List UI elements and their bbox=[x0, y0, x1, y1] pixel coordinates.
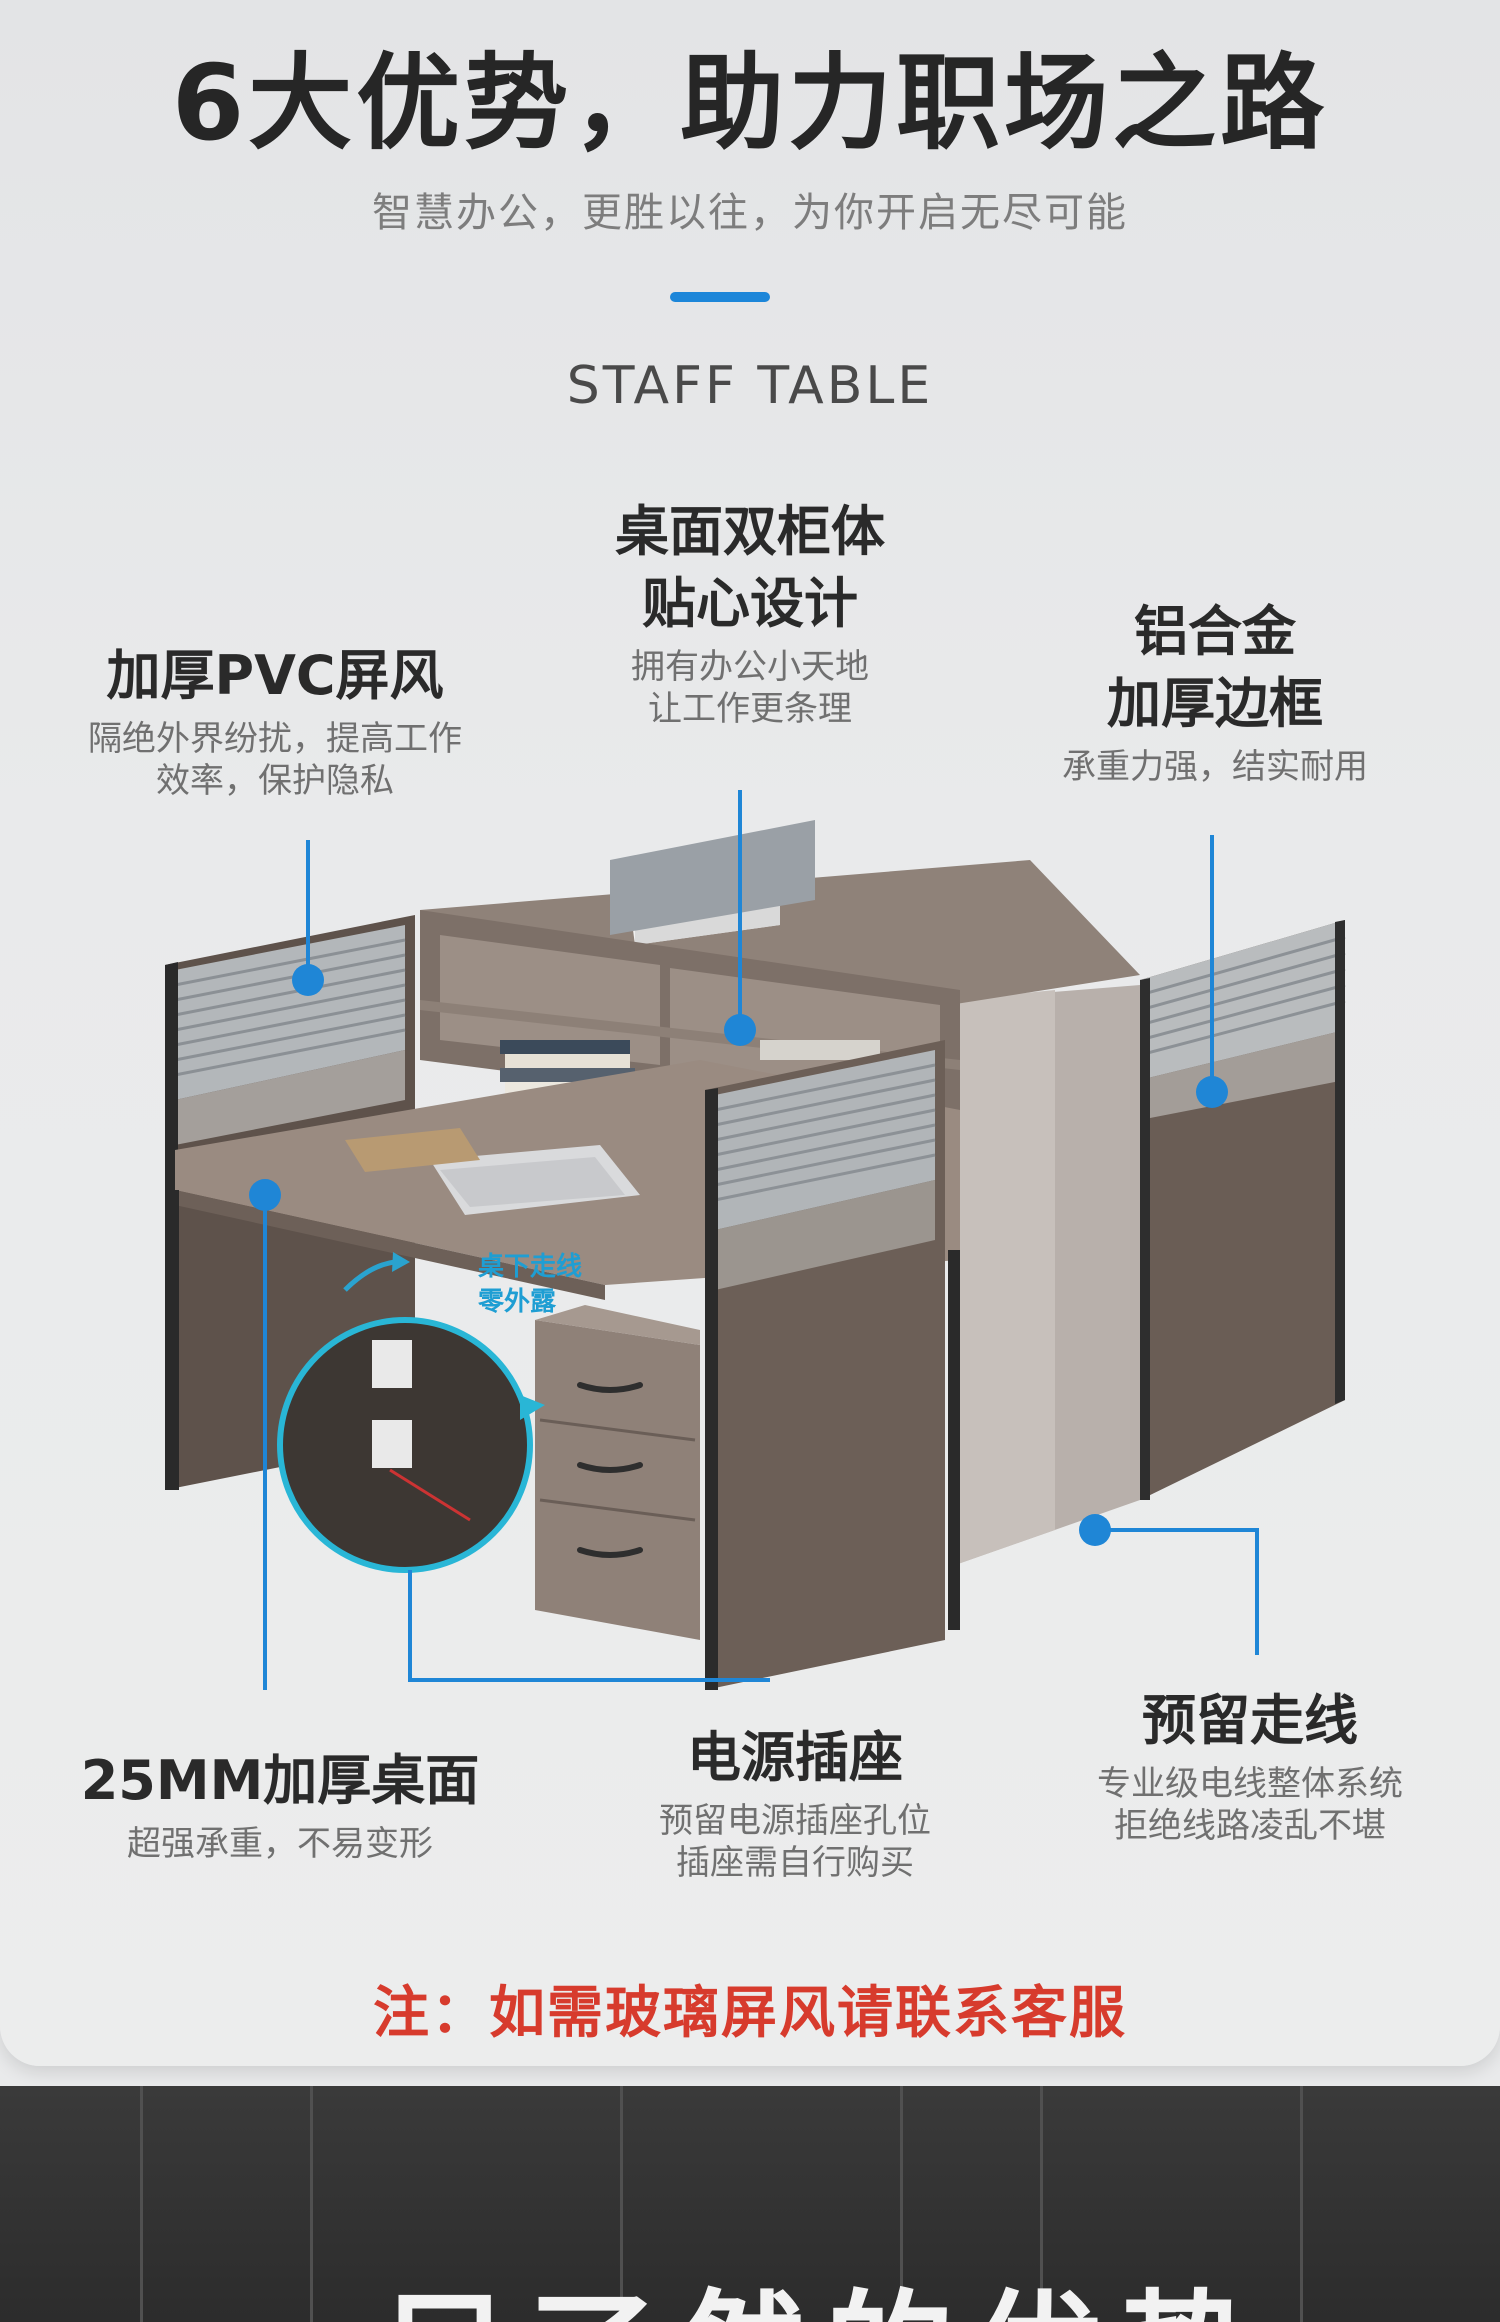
dot-desktop bbox=[249, 1179, 281, 1211]
dot-frame bbox=[1196, 1076, 1228, 1108]
banner-title: 一目了然的优势 bbox=[0, 2248, 1500, 2322]
feature-frame-desc: 承重力强，结实耐用 bbox=[1062, 747, 1368, 787]
cable-label: 桌下走线 bbox=[478, 1252, 582, 1282]
dot-wiring bbox=[1079, 1514, 1111, 1546]
feature-socket-desc: 预留电源插座孔位 插座需自行购买 bbox=[659, 1801, 931, 1883]
right-screen-panel bbox=[1139, 920, 1346, 1500]
cable-detail-inset bbox=[277, 1317, 533, 1573]
feature-frame-title: 铝合金 加厚边框 bbox=[1107, 600, 1323, 735]
front-screen-panel bbox=[705, 1040, 945, 1690]
feature-cabinet-desc: 拥有办公小天地 让工作更条理 bbox=[631, 647, 869, 729]
accent-bar bbox=[670, 292, 770, 302]
feature-cabinet: 桌面双柜体 贴心设计 拥有办公小天地 让工作更条理 bbox=[560, 496, 940, 730]
staff-table-title: STAFF TABLE bbox=[566, 356, 934, 416]
feature-cabinet-title: 桌面双柜体 贴心设计 bbox=[615, 500, 885, 635]
feature-pvc-desc: 隔绝外界纷扰，提高工作 效率，保护隐私 bbox=[88, 719, 462, 801]
laptop bbox=[430, 1145, 640, 1215]
callout-lines bbox=[249, 790, 1259, 1690]
page-subline: 智慧办公，更胜以往，为你开启无尽可能 bbox=[372, 190, 1128, 236]
feature-socket: 电源插座 预留电源插座孔位 插座需自行购买 bbox=[610, 1722, 980, 1884]
feature-pvc: 加厚PVC屏风 隔绝外界纷扰，提高工作 效率，保护隐私 bbox=[60, 640, 490, 802]
desk-illustration: 桌下走线 零外露 bbox=[165, 820, 1346, 1690]
feature-frame: 铝合金 加厚边框 承重力强，结实耐用 bbox=[1030, 596, 1400, 788]
feature-desktop-title: 25MM加厚桌面 bbox=[80, 1749, 480, 1812]
feature-pvc-title: 加厚PVC屏风 bbox=[106, 644, 444, 707]
glass-screen-note: 注：如需玻璃屏风请联系客服 bbox=[373, 1981, 1127, 2046]
feature-desktop-desc: 超强承重，不易变形 bbox=[127, 1824, 433, 1864]
cable-label-2: 零外露 bbox=[478, 1287, 557, 1317]
feature-card: 6大优势，助力职场之路 智慧办公，更胜以往，为你开启无尽可能 STAFF TAB… bbox=[0, 0, 1500, 2066]
bottom-banner: 一目了然的优势 bbox=[0, 2086, 1500, 2322]
feature-wiring-title: 预留走线 bbox=[1142, 1689, 1358, 1752]
page-headline: 6大优势，助力职场之路 bbox=[171, 42, 1329, 164]
feature-desktop: 25MM加厚桌面 超强承重，不易变形 bbox=[50, 1745, 510, 1865]
dot-cabinet bbox=[724, 1014, 756, 1046]
feature-socket-title: 电源插座 bbox=[687, 1726, 903, 1789]
feature-wiring-desc: 专业级电线整体系统 拒绝线路凌乱不堪 bbox=[1097, 1764, 1403, 1846]
dot-pvc bbox=[292, 964, 324, 996]
feature-wiring: 预留走线 专业级电线整体系统 拒绝线路凌乱不堪 bbox=[1070, 1685, 1430, 1847]
mobile-pedestal bbox=[535, 1305, 700, 1640]
